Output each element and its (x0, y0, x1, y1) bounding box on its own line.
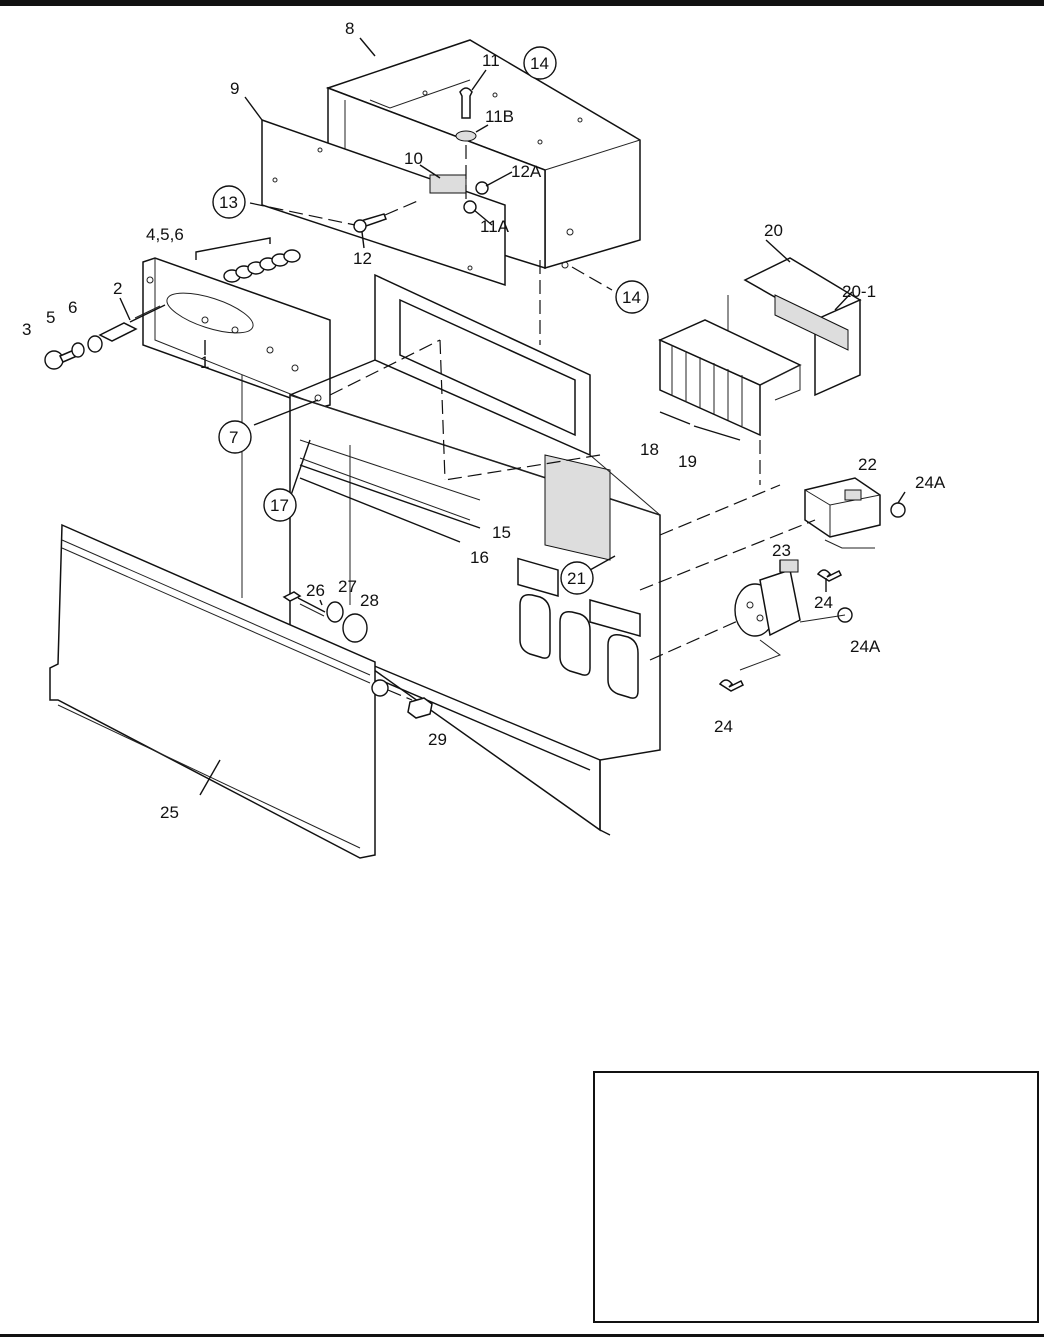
part-24-screw-upper (816, 569, 843, 582)
callout-21: 21 (567, 569, 586, 588)
part-12-screw (353, 213, 387, 233)
callout-leaders (119, 37, 906, 796)
callout-5: 5 (46, 308, 55, 327)
part-20-breaker-cover (727, 257, 862, 397)
callout-14-top: 14 (530, 54, 549, 73)
callout-17: 17 (270, 496, 289, 515)
callout-24-lower: 24 (714, 717, 733, 736)
callout-12: 12 (353, 249, 372, 268)
main-chassis (241, 273, 661, 836)
callout-27: 27 (338, 577, 357, 596)
part-4-5-6-washer-stack (195, 237, 301, 283)
part-22-duplex-receptacle (804, 477, 881, 538)
callout-28: 28 (360, 591, 379, 610)
leader-14b (571, 266, 613, 291)
leader-23 (649, 619, 741, 661)
part-26-bolt (282, 591, 326, 617)
part-5-lockwasher (71, 342, 85, 358)
leader-24a-upper (824, 539, 875, 549)
callout-16: 16 (470, 548, 489, 567)
leader-13 (249, 202, 356, 226)
leader-22 (639, 519, 816, 591)
part-27-washer (326, 601, 344, 623)
part-10-bracket (429, 87, 489, 214)
callout-9: 9 (230, 79, 239, 98)
leader-29 (387, 689, 413, 701)
callout-19: 19 (678, 452, 697, 471)
callout-8: 8 (345, 19, 354, 38)
leader-24a-lower (799, 614, 846, 623)
callout-6: 6 (68, 298, 77, 317)
callout-24-upper: 24 (814, 593, 833, 612)
top-rule (0, 0, 1044, 6)
part-1-terminal-plate (142, 257, 331, 409)
part-29-nut (407, 697, 433, 719)
callout-ring-14b (615, 280, 649, 314)
callout-29: 29 (428, 730, 447, 749)
part-25-front-cover (49, 523, 389, 859)
callout-7: 7 (229, 428, 238, 447)
callout-ring-13 (212, 185, 246, 219)
part-24a-nut-upper (890, 502, 906, 518)
leader-12 (384, 199, 421, 216)
leader-24-lower (739, 639, 782, 671)
leader-18-19 (659, 484, 781, 536)
callout-11a: 11A (480, 217, 510, 236)
callout-10: 10 (404, 149, 423, 168)
callout-ring-7 (218, 420, 252, 454)
leader-1 (329, 339, 441, 396)
callout-11b: 11B (485, 107, 514, 126)
callout-ring-21 (560, 561, 594, 595)
callout-25: 25 (160, 803, 179, 822)
callout-18: 18 (640, 440, 659, 459)
callout-12a: 12A (511, 162, 542, 181)
callout-ring-17 (263, 488, 297, 522)
callout-23: 23 (772, 541, 791, 560)
part-6-washer (87, 335, 103, 353)
callout-24a-upper: 24A (915, 473, 946, 492)
part-24-screw-lower (718, 679, 745, 692)
part-23-twistlock-receptacle (734, 559, 801, 637)
callout-3: 3 (22, 320, 31, 339)
bottom-rule (0, 1334, 1044, 1337)
callout-24a-lower: 24A (850, 637, 881, 656)
callout-ring-14a (523, 46, 557, 80)
part-18-19-breakers (658, 319, 802, 441)
callout-20-1: 20-1 (842, 282, 876, 301)
callout-14-side: 14 (622, 288, 641, 307)
callout-13: 13 (219, 193, 238, 212)
callout-2: 2 (113, 279, 122, 298)
callout-20: 20 (764, 221, 783, 240)
callout-4-5-6: 4,5,6 (146, 225, 184, 244)
leader-7-chassis (444, 454, 601, 481)
part-28-star-washer (342, 613, 368, 643)
callout-15: 15 (492, 523, 511, 542)
callout-11: 11 (482, 51, 500, 70)
callout-22: 22 (858, 455, 877, 474)
callout-26: 26 (306, 581, 325, 600)
callout-1: 1 (200, 353, 209, 372)
note-box (593, 1071, 1039, 1323)
part-2-stud (98, 304, 166, 342)
leader-1b (439, 339, 446, 481)
part-9-panel-plate (261, 118, 506, 287)
